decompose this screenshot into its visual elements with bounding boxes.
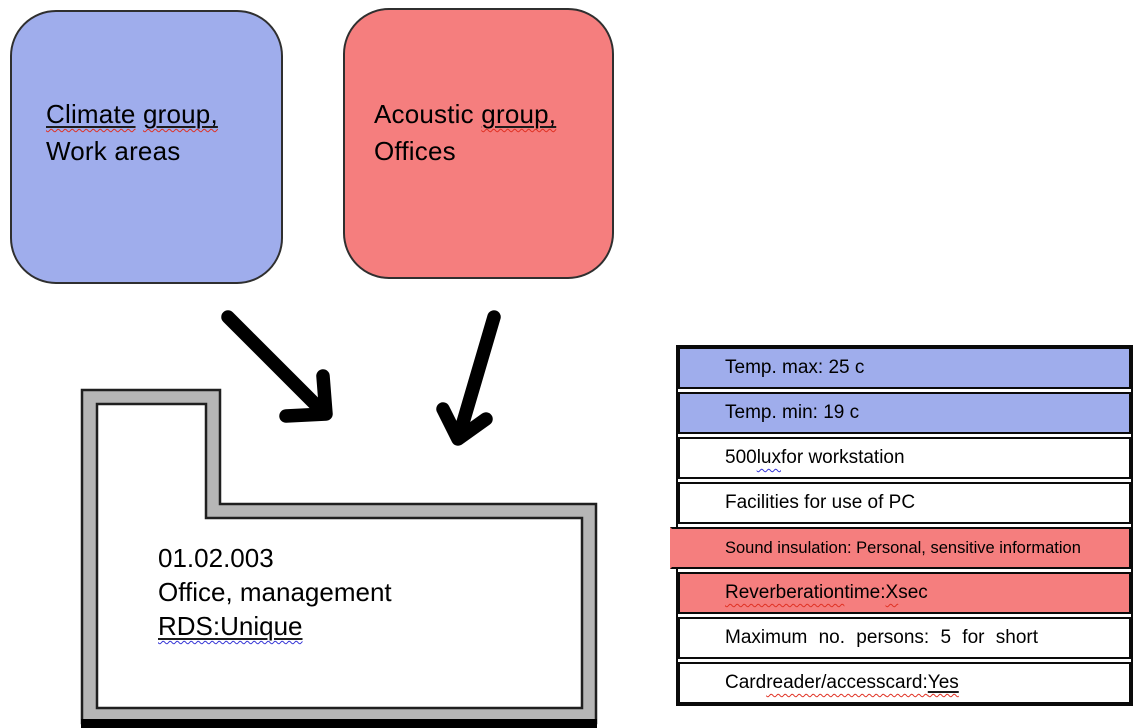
arrow-down-right-icon: [221, 310, 333, 423]
table-row-temp-min: Temp. min: 19 c: [678, 392, 1131, 434]
climate-group-box: Climate group, Work areas: [10, 10, 283, 284]
acoustic-group-line-1: Acoustic group,: [374, 99, 557, 129]
room-rds: RDS:Unique: [158, 611, 303, 641]
climate-group-line-2: Work areas: [46, 136, 181, 166]
table-row-max-persons: Maximum no. persons: 5 for short: [678, 617, 1131, 659]
requirements-table: Temp. max: 25 c Temp. min: 19 c 500 lux …: [670, 345, 1133, 706]
acoustic-group-box: Acoustic group, Offices: [343, 8, 614, 279]
climate-group-label: Climate group, Work areas: [12, 12, 281, 170]
arrow-down-left-icon: [436, 310, 501, 446]
room-label: 01.02.003 Office, management RDS:Unique: [158, 541, 392, 643]
acoustic-group-line-2: Offices: [374, 136, 456, 166]
room-type: Office, management: [158, 577, 392, 607]
table-row-temp-max: Temp. max: 25 c: [678, 347, 1131, 389]
room-shape: [80, 388, 598, 728]
acoustic-group-label: Acoustic group, Offices: [345, 10, 612, 170]
room-number: 01.02.003: [158, 543, 274, 573]
climate-group-line-1: Climate group,: [46, 99, 218, 129]
table-row-reverberation: Reverberation time: X sec: [678, 572, 1131, 614]
table-row-lux: 500 lux for workstation: [678, 437, 1131, 479]
table-row-sound-insulation: Sound insulation: Personal, sensitive in…: [670, 527, 1131, 569]
table-row-card-reader: Card reader/access card: Yes: [678, 662, 1131, 704]
table-row-pc-facilities: Facilities for use of PC: [678, 482, 1131, 524]
